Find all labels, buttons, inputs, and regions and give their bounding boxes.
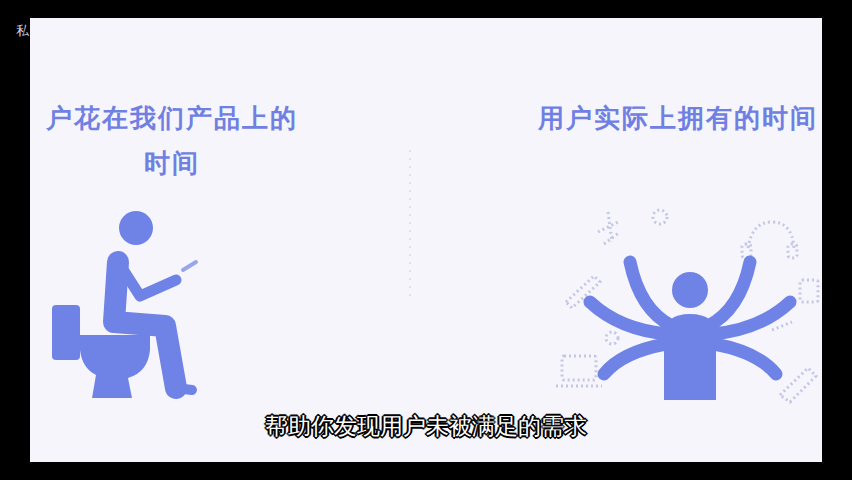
toilet-person-icon — [52, 211, 153, 398]
left-heading: 户花在我们产品上的 时间 — [34, 96, 310, 186]
toilet-person-body — [114, 262, 196, 390]
busy-person-body — [664, 272, 716, 400]
divider-line — [409, 150, 411, 300]
right-heading: 用户实际上拥有的时间 — [538, 96, 818, 141]
watermark-text: 私 — [16, 22, 29, 40]
background-icons — [556, 210, 818, 402]
subtitle-caption: 帮助你发现用户未被满足的需求 — [0, 411, 852, 442]
